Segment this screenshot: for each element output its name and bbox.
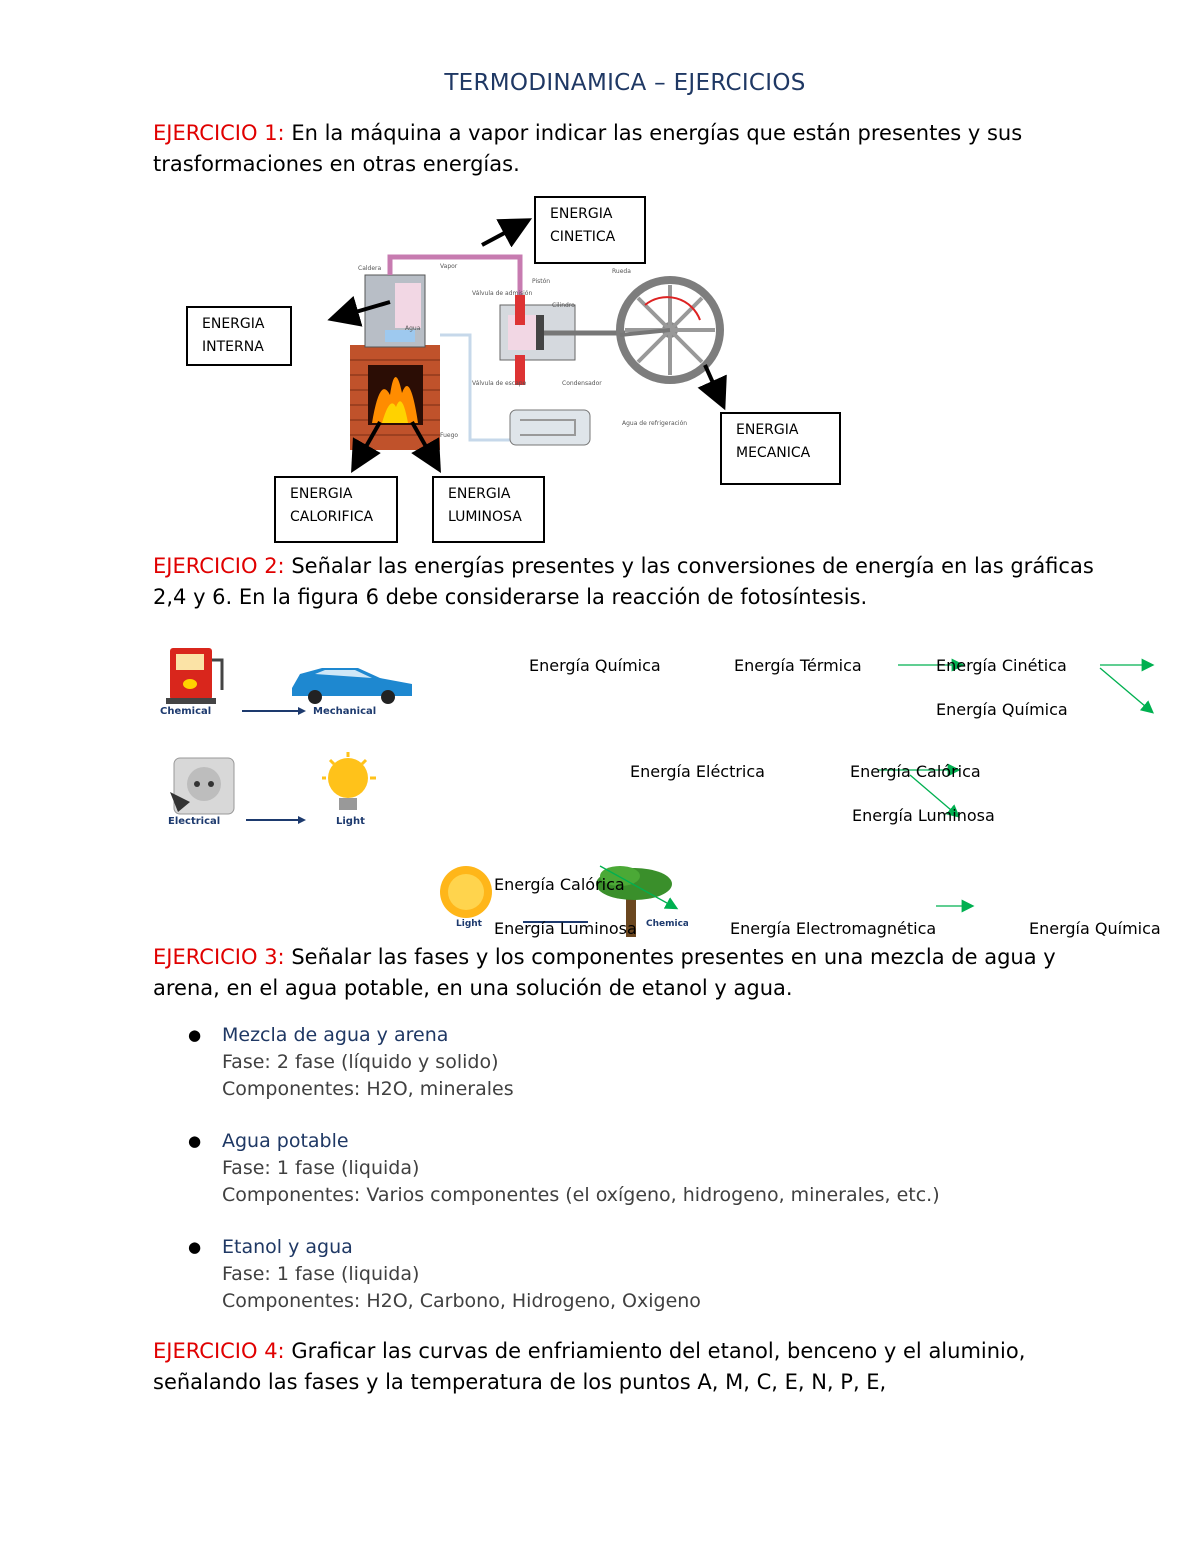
exercise-2-label: EJERCICIO 2: bbox=[153, 554, 285, 578]
flywheel bbox=[616, 276, 724, 384]
exercise-2-statement: EJERCICIO 2: Señalar las energías presen… bbox=[153, 551, 1113, 613]
label-valvula-admision: Válvula de admisión bbox=[472, 290, 532, 297]
item-title: Mezcla de agua y arena bbox=[222, 1024, 449, 1046]
row1-energia-quimica-2: Energía Química bbox=[936, 700, 1068, 719]
label-cilindro: Cilindro bbox=[552, 302, 575, 309]
arrow-to-cinetica bbox=[481, 218, 533, 248]
exercise-1-statement: EJERCICIO 1: En la máquina a vapor indic… bbox=[153, 118, 1113, 180]
arrow-electrica-luminosa bbox=[909, 774, 960, 818]
exercise-4-label: EJERCICIO 4: bbox=[153, 1339, 285, 1363]
row3-energia-luminosa: Energía Luminosa bbox=[494, 919, 637, 938]
list-item-etanol-agua: ● Etanol y agua Fase: 1 fase (liquida) C… bbox=[188, 1234, 1088, 1315]
steam-engine-illustration: Caldera Vapor Pistón Rueda Cilindro Válv… bbox=[350, 254, 724, 450]
label-piston: Pistón bbox=[532, 278, 550, 285]
item-fase: Fase: 1 fase (liquida) bbox=[222, 1263, 420, 1285]
box-cinetica-line1: ENERGIA bbox=[550, 206, 613, 222]
arrow-calorica-luminosa bbox=[599, 865, 679, 910]
fig-label-chemical-2: Chemical bbox=[646, 919, 688, 929]
box-mecanica-line1: ENERGIA bbox=[736, 422, 799, 438]
label-agua: Agua bbox=[405, 325, 421, 332]
item-fase: Fase: 1 fase (liquida) bbox=[222, 1157, 420, 1179]
fig-label-light-2: Light bbox=[456, 919, 483, 929]
exercise-3-text: Señalar las fases y los componentes pres… bbox=[153, 945, 1056, 1000]
box-interna-line2: INTERNA bbox=[202, 339, 264, 355]
row3-energia-electromagnetica: Energía Electromagnética bbox=[730, 919, 937, 938]
item-title: Agua potable bbox=[222, 1130, 349, 1152]
figure-light-chemical: Light Chemical bbox=[440, 866, 688, 937]
box-energia-calorifica: ENERGIA CALORIFICA bbox=[274, 476, 398, 543]
label-condensador: Condensador bbox=[562, 380, 602, 387]
bullet-icon: ● bbox=[188, 1026, 202, 1044]
tree-trunk bbox=[626, 892, 636, 937]
box-energia-cinetica: ENERGIA CINETICA bbox=[534, 196, 646, 264]
box-luminosa-line1: ENERGIA bbox=[448, 486, 511, 502]
piston bbox=[536, 315, 544, 350]
steam-engine-arrows bbox=[327, 218, 727, 473]
label-valvula-escape: Válvula de escape bbox=[472, 380, 527, 387]
green-arrows bbox=[599, 658, 1155, 913]
box-interna-line1: ENERGIA bbox=[202, 316, 265, 332]
label-caldera: Caldera bbox=[358, 265, 382, 272]
exercise-4-text: Graficar las curvas de enfriamiento del … bbox=[153, 1339, 1026, 1394]
fire-flame bbox=[372, 376, 418, 423]
box-energia-luminosa: ENERGIA LUMINOSA bbox=[432, 476, 545, 543]
row2-energia-electrica: Energía Eléctrica bbox=[630, 762, 765, 781]
steam-pipe bbox=[387, 254, 523, 305]
box-energia-mecanica: ENERGIA MECANICA bbox=[720, 412, 841, 485]
row3-energia-calorica: Energía Calórica bbox=[494, 875, 625, 894]
item-fase: Fase: 2 fase (líquido y solido) bbox=[222, 1051, 499, 1073]
exercise-3-label: EJERCICIO 3: bbox=[153, 945, 285, 969]
fig-label-electrical: Electrical bbox=[168, 816, 220, 827]
figure-electrical-light: Electrical Light bbox=[168, 752, 376, 827]
box-calorifica-line2: CALORIFICA bbox=[290, 509, 374, 525]
exercise-1-label: EJERCICIO 1: bbox=[153, 121, 285, 145]
arrow-to-interna bbox=[327, 295, 391, 327]
item-title: Etanol y agua bbox=[222, 1236, 353, 1258]
exercise-2-text: Señalar las energías presentes y las con… bbox=[153, 554, 1094, 609]
figure-chemical-mechanical: Chemical Mechanical bbox=[160, 648, 412, 717]
box-cinetica-line2: CINETICA bbox=[550, 229, 616, 245]
list-item-mezcla: ● Mezcla de agua y arena Fase: 2 fase (l… bbox=[188, 1022, 1088, 1103]
box-luminosa-line2: LUMINOSA bbox=[448, 509, 522, 525]
item-componentes: Componentes: H2O, Carbono, Hidrogeno, Ox… bbox=[222, 1290, 701, 1312]
return-pipe bbox=[440, 333, 510, 442]
condenser bbox=[509, 409, 591, 446]
label-fuego: Fuego bbox=[440, 432, 458, 439]
box-energia-interna: ENERGIA INTERNA bbox=[186, 306, 292, 366]
arrow-to-luminosa bbox=[410, 421, 441, 473]
item-componentes: Componentes: Varios componentes (el oxíg… bbox=[222, 1184, 940, 1206]
bullet-icon: ● bbox=[188, 1238, 202, 1256]
exercise-3-statement: EJERCICIO 3: Señalar las fases y los com… bbox=[153, 942, 1113, 1004]
row1-energia-termica: Energía Térmica bbox=[734, 656, 862, 675]
arrow-quimica-out bbox=[1099, 667, 1154, 714]
arrow-to-calorifica bbox=[351, 421, 382, 473]
row2-energia-calorica: Energía Calórica bbox=[850, 762, 981, 781]
row1-energia-quimica: Energía Química bbox=[529, 656, 661, 675]
exercise-4-statement: EJERCICIO 4: Graficar las curvas de enfr… bbox=[153, 1336, 1113, 1398]
page-title: TERMODINAMICA – EJERCICIOS bbox=[444, 70, 806, 96]
box-calorifica-line1: ENERGIA bbox=[290, 486, 353, 502]
row2-energia-luminosa: Energía Luminosa bbox=[852, 806, 995, 825]
bullet-icon: ● bbox=[188, 1132, 202, 1150]
fig-label-chemical: Chemical bbox=[160, 706, 211, 717]
fig-label-mechanical: Mechanical bbox=[313, 706, 376, 717]
light-bulb-icon bbox=[328, 758, 368, 798]
exercise-1-text: En la máquina a vapor indicar las energí… bbox=[153, 121, 1023, 176]
row3-energia-quimica: Energía Química bbox=[1029, 919, 1161, 938]
label-vapor: Vapor bbox=[440, 263, 458, 270]
list-item-agua-potable: ● Agua potable Fase: 1 fase (liquida) Co… bbox=[188, 1128, 1088, 1209]
box-mecanica-line2: MECANICA bbox=[736, 445, 811, 461]
exercise-3-list: ● Mezcla de agua y arena Fase: 2 fase (l… bbox=[188, 1022, 1088, 1340]
label-agua-refrigeracion: Agua de refrigeración bbox=[622, 420, 687, 427]
item-componentes: Componentes: H2O, minerales bbox=[222, 1078, 514, 1100]
car-icon bbox=[292, 668, 412, 696]
arrow-to-mecanica bbox=[697, 364, 727, 411]
row1-energia-cinetica: Energía Cinética bbox=[936, 656, 1067, 675]
fig-label-light: Light bbox=[336, 816, 365, 827]
label-rueda: Rueda bbox=[612, 268, 631, 275]
